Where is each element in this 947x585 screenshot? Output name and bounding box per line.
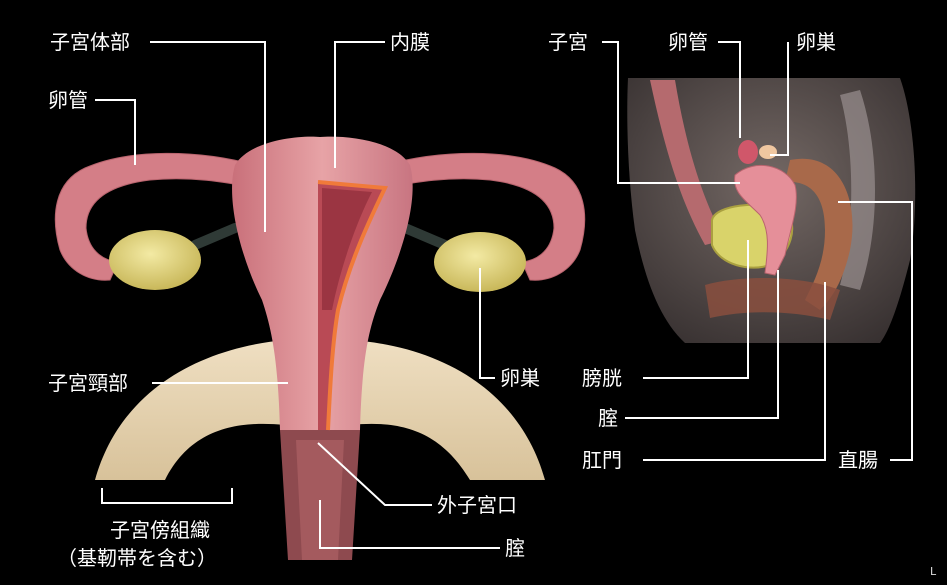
label-uterus-right: 子宮	[548, 30, 588, 54]
label-endometrium: 内膜	[390, 30, 430, 54]
label-ovary-right: 卵巣	[796, 30, 836, 54]
label-ovary-left: 卵巣	[500, 366, 540, 390]
label-anus: 肛門	[582, 448, 622, 472]
corner-mark: L	[930, 566, 936, 578]
label-fallopian-tube-left: 卵管	[48, 88, 88, 112]
label-rectum: 直腸	[838, 448, 878, 472]
label-vagina-left: 腟	[505, 536, 525, 560]
label-fallopian-tube-right: 卵管	[668, 30, 708, 54]
label-external-os: 外子宮口	[437, 493, 517, 517]
label-vagina-right: 腟	[598, 406, 618, 430]
label-cervix: 子宮頸部	[48, 371, 128, 395]
ovary-left	[109, 230, 201, 290]
label-parametrium-line1: 子宮傍組織	[110, 518, 210, 542]
label-uterus-body: 子宮体部	[50, 30, 130, 54]
label-bladder: 膀胱	[582, 366, 622, 390]
label-parametrium-line2: （基靭帯を含む）	[57, 546, 217, 570]
